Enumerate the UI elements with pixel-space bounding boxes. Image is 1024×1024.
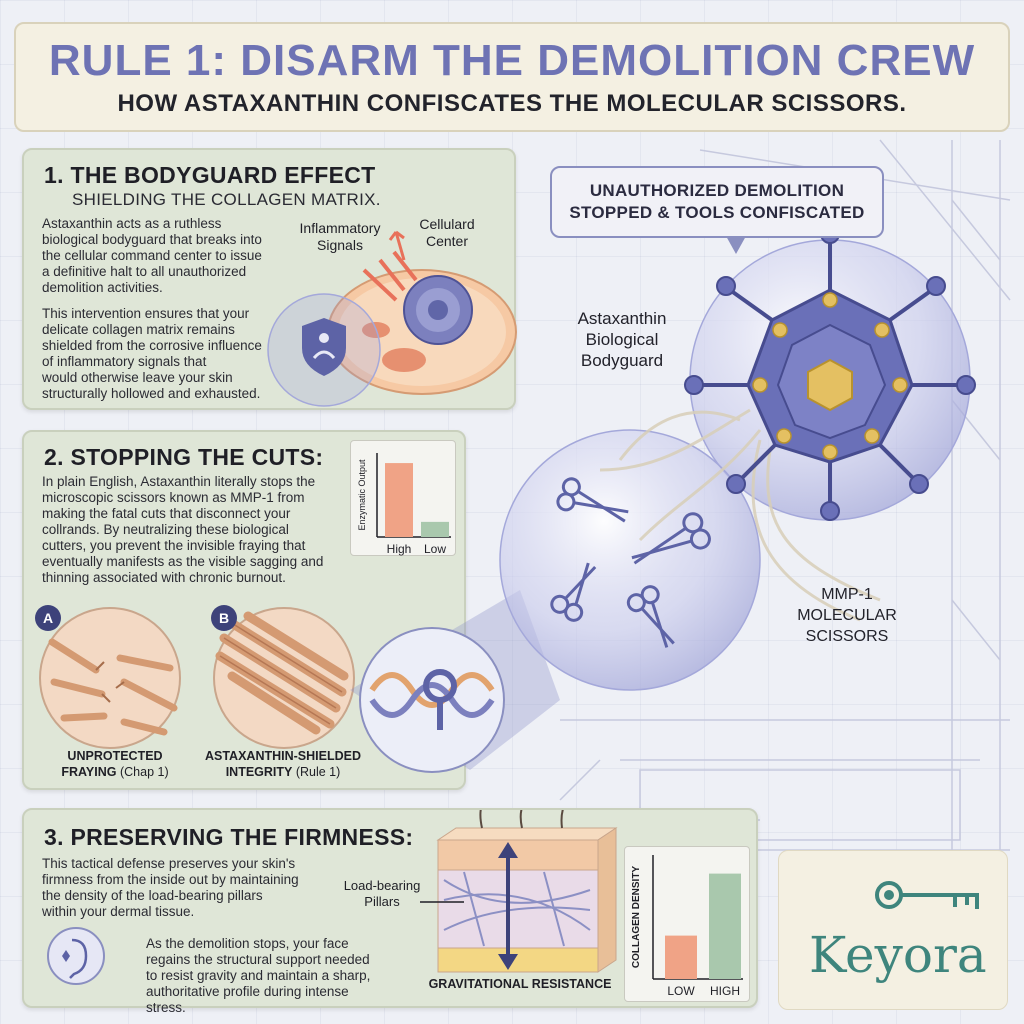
enzymatic-chart-card: High Low Enzymatic Output [350, 440, 456, 556]
bodyguard-label: Astaxanthin Biological Bodyguard [577, 309, 667, 370]
badge-a: A [43, 610, 53, 626]
section3-title: 3. PRESERVING THE FIRMNESS: [44, 824, 414, 850]
section-firmness-panel: 3. PRESERVING THE FIRMNESS: This tactica… [22, 808, 758, 1015]
header-banner: RULE 1: DISARM THE DEMOLITION CREW HOW A… [14, 22, 1010, 132]
bar-low [421, 521, 449, 537]
page-subtitle: HOW ASTAXANTHIN CONFISCATES THE MOLECULA… [117, 90, 907, 117]
section2-paragraph: In plain English, Astaxanthin literally … [42, 474, 324, 585]
tick-label-low: Low [424, 542, 446, 556]
page-title: RULE 1: DISARM THE DEMOLITION CREW [48, 36, 976, 85]
key-icon [875, 881, 979, 909]
badge-b: B [219, 610, 229, 626]
tick-label-high: HIGH [710, 984, 740, 998]
skin-illustration [47, 810, 618, 985]
section1-paragraph2: This intervention ensures that your deli… [42, 306, 262, 401]
bar-high [385, 463, 413, 537]
caption-a: UNPROTECTED FRAYING (Chap 1) [61, 749, 169, 779]
caption-b: ASTAXANTHIN-SHIELDED INTEGRITY (Rule 1) [204, 749, 362, 779]
collagen-chart-card: LOW HIGH COLLAGEN DENSITY [624, 846, 750, 1002]
fiber-illustrations: A B [35, 605, 355, 749]
enzymatic-output-chart: High Low Enzymatic Output [357, 453, 451, 556]
y-axis-label: COLLAGEN DENSITY [631, 866, 642, 969]
section2-title: 2. STOPPING THE CUTS: [44, 444, 324, 470]
section1-paragraph1: Astaxanthin acts as a ruthless biologica… [42, 216, 262, 295]
bar-low [665, 935, 697, 979]
confiscated-callout: UNAUTHORIZED DEMOLITION STOPPED & TOOLS … [550, 166, 884, 238]
section-stopping-cuts-panel: 2. STOPPING THE CUTS: In plain English, … [22, 430, 466, 790]
cell-illustration [267, 230, 517, 407]
cellular-center-label: Cellulard Center [419, 216, 475, 249]
callout-tail [726, 236, 746, 254]
section1-title: 1. THE BODYGUARD EFFECT [44, 162, 376, 188]
section3-paragraph1: This tactical defense preserves your ski… [42, 856, 299, 919]
collagen-density-chart: LOW HIGH COLLAGEN DENSITY [631, 855, 743, 998]
scissors-label: MMP-1 MOLECULAR SCISSORS [797, 586, 897, 645]
section3-paragraph2: As the demolition stops, your face regai… [146, 936, 371, 1015]
gravitational-resistance-label: GRAVITATIONAL RESISTANCE [428, 977, 612, 991]
section-bodyguard-panel: 1. THE BODYGUARD EFFECT SHIELDING THE CO… [22, 148, 517, 410]
inflammatory-signals-label: Inflammatory Signals [299, 220, 381, 253]
brand-card: Keyora [778, 850, 1008, 1010]
section1-subtitle: SHIELDING THE COLLAGEN MATRIX. [72, 190, 381, 209]
y-axis-label: Enzymatic Output [357, 459, 367, 531]
bodyguard-molecule [684, 224, 976, 521]
tick-label-low: LOW [667, 984, 695, 998]
bar-high [709, 873, 741, 979]
tick-label-high: High [387, 542, 412, 556]
load-bearing-pillars-label: Load-bearing Pillars [343, 878, 421, 909]
brand-name: Keyora [809, 926, 987, 984]
scissors-group [550, 477, 711, 648]
